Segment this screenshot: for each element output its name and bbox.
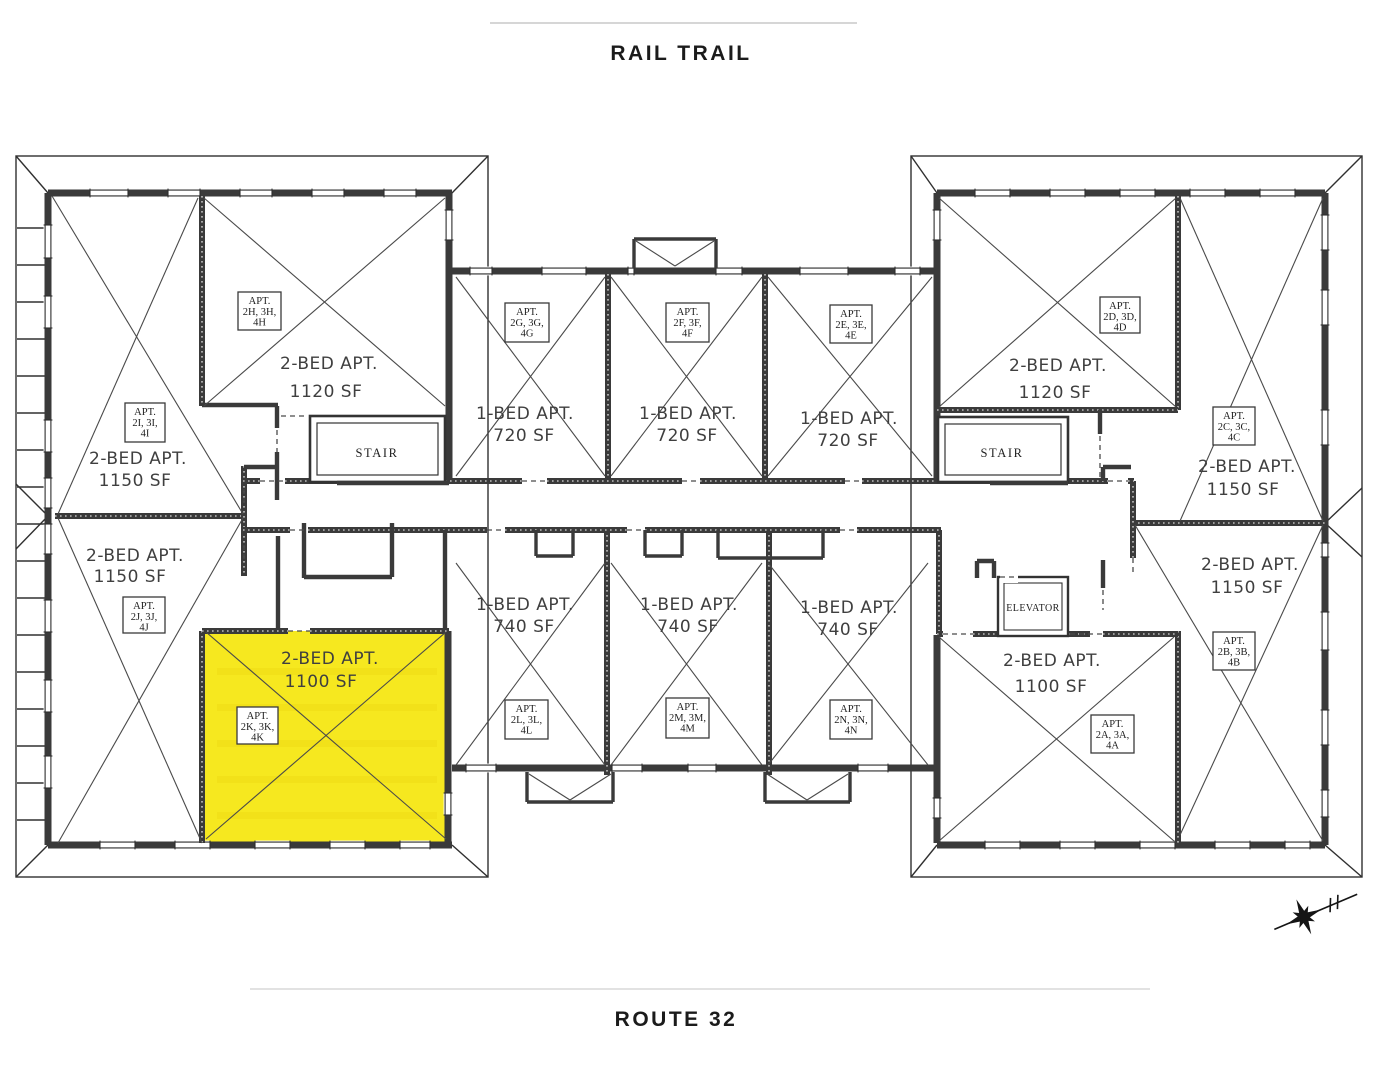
unit-2i-tag-label: APT.2I, 3I,4I (132, 407, 157, 440)
unit-2l-tag-label: APT.2L, 3L,4L (511, 704, 542, 737)
unit-2n-area: APT.2N, 3N,4N 1-BED APT.740 SF (767, 562, 929, 766)
unit-2j-tag-box (122, 596, 166, 634)
unit-2g-tag-label: APT.2G, 3G,4G (510, 307, 544, 340)
unit-2c-tag-label: APT.2C, 3C,4C (1218, 411, 1250, 444)
unit-2d-name-line2: 1120 SF (1019, 383, 1092, 403)
unit-2b-tag-label: APT.2B, 3B,4B (1218, 636, 1250, 669)
unit-2e-area: APT.2E, 3E,4E 1-BED APT.720 SF (767, 276, 933, 477)
unit-2f-name-line2: 720 SF (656, 426, 717, 446)
unit-2m-name-line2: 740 SF (657, 617, 718, 637)
unit-2k-tag-label: APT.2K, 3K,4K (241, 711, 275, 744)
scan-artifact-lines (250, 22, 1150, 990)
unit-2m-tag-box (665, 697, 710, 739)
compass-icon (1274, 893, 1358, 935)
unit-2e-tag-label: APT.2E, 3E,4E (835, 309, 866, 342)
unit-2f-tag-label: APT.2F, 3F,4F (673, 307, 701, 340)
roof-outline (15, 155, 1363, 878)
unit-2a-tag-label: APT.2A, 3A,4A (1096, 719, 1130, 752)
unit-2l-tag-box (504, 699, 549, 740)
unit-2m-area: APT.2M, 3M,4M 1-BED APT.740 SF (610, 562, 763, 766)
unit-2k-name-line2: 1100 SF (285, 672, 358, 692)
partition-walls (202, 402, 1131, 630)
stair-right-label: STAIR (980, 446, 1023, 460)
unit-2g-area: APT.2G, 3G,4G 1-BED APT.720 SF (455, 276, 606, 477)
unit-2g-name-line1: 1-BED APT. (476, 404, 574, 424)
unit-2e-name-line1: 1-BED APT. (800, 409, 898, 429)
route-32-label: ROUTE 32 (614, 1008, 738, 1031)
unit-2m-name-line1: 1-BED APT. (640, 595, 738, 615)
unit-2i-tag-box (124, 402, 166, 443)
unit-2l-name-line2: 740 SF (493, 617, 554, 637)
service-rooms (308, 414, 1070, 638)
unit-2h-area: APT.2H, 3H,4H 2-BED APT. 1120 SF (203, 197, 446, 407)
unit-2d-tag-box (1099, 296, 1141, 334)
unit-2j-area: APT.2J, 3J,4J 2-BED APT.1150 SF (57, 517, 244, 844)
unit-2f-name-line1: 1-BED APT. (639, 404, 737, 424)
unit-2m-tag-label: APT.2M, 3M,4M (669, 702, 706, 735)
unit-2d-tag-label: APT.2D, 3D,4D (1103, 301, 1137, 334)
unit-2k-area: APT.2K, 3K,4K 2-BED APT. 1100 SF (205, 631, 447, 840)
unit-2n-name-line2: 740 SF (817, 620, 878, 640)
unit-2a-area: APT.2A, 3A,4A 2-BED APT. 1100 SF (938, 636, 1175, 842)
unit-2b-name-line2: 1150 SF (1211, 578, 1284, 598)
stair-room-right (936, 415, 1070, 486)
unit-2g-name-line2: 720 SF (493, 426, 554, 446)
door-dashes (243, 415, 1134, 635)
unit-2h-name-line2: 1120 SF (290, 382, 363, 402)
unit-2b-area: APT.2B, 3B,4B 2-BED APT. 1150 SF (1134, 524, 1324, 842)
unit-2n-tag-label: APT.2N, 3N,4N (834, 704, 868, 737)
unit-2n-name-line1: 1-BED APT. (800, 598, 898, 618)
unit-2h-tag-label: APT.2H, 3H,4H (243, 296, 277, 329)
unit-2f-tag-box (665, 302, 710, 343)
room-labels: STAIR STAIR ELEVATOR (355, 446, 1059, 614)
unit-2c-tag-box (1212, 406, 1256, 446)
unit-2i-area: APT.2I, 3I,4I 2-BED APT.1150 SF (51, 195, 244, 515)
unit-2k-tag-box (236, 706, 279, 745)
unit-2a-name-line1: 2-BED APT. (1003, 651, 1101, 671)
window-openings (43, 188, 1330, 850)
unit-2e-name-line2: 720 SF (817, 431, 878, 451)
stair-left-label: STAIR (355, 446, 398, 460)
balconies (525, 237, 852, 804)
unit-2b-tag-box (1212, 631, 1256, 671)
unit-2h-name-line1: 2-BED APT. (280, 354, 378, 374)
unit-2l-name-line1: 1-BED APT. (476, 595, 574, 615)
unit-2c-name-line1: 2-BED APT. (1198, 457, 1296, 477)
stair-room-left (308, 414, 449, 486)
unit-2h-tag-box (237, 291, 282, 331)
unit-2l-area: APT.2L, 3L,4L 1-BED APT.740 SF (455, 562, 606, 766)
unit-2n-tag-box (829, 699, 873, 740)
unit-2e-tag-box (829, 304, 873, 344)
unit-2d-name-line1: 2-BED APT. (1009, 356, 1107, 376)
unit-2j-name-line1: 2-BED APT. (86, 546, 184, 566)
unit-2a-tag-box (1090, 714, 1135, 754)
unit-2f-area: APT.2F, 3F,4F 1-BED APT.720 SF (610, 276, 763, 477)
rail-trail-label: RAIL TRAIL (610, 42, 752, 65)
unit-2j-name-line2: 1150 SF (94, 567, 167, 587)
unit-2c-name-line2: 1150 SF (1207, 480, 1280, 500)
unit-2b-name-line1: 2-BED APT. (1201, 555, 1299, 575)
unit-2d-area: APT.2D, 3D,4D 2-BED APT. 1120 SF (938, 197, 1177, 408)
unit-2i-name-line1: 2-BED APT. (89, 449, 187, 469)
unit-2i-name-line2: 1150 SF (99, 471, 172, 491)
unit-2a-name-line2: 1100 SF (1015, 677, 1088, 697)
unit-2c-area: APT.2C, 3C,4C 2-BED APT. 1150 SF (1179, 197, 1324, 522)
unit-2g-tag-box (504, 302, 550, 343)
elevator-label: ELEVATOR (1006, 603, 1059, 614)
unit-2j-tag-label: APT.2J, 3J,4J (131, 601, 158, 634)
unit-2k-name-line1: 2-BED APT. (281, 649, 379, 669)
